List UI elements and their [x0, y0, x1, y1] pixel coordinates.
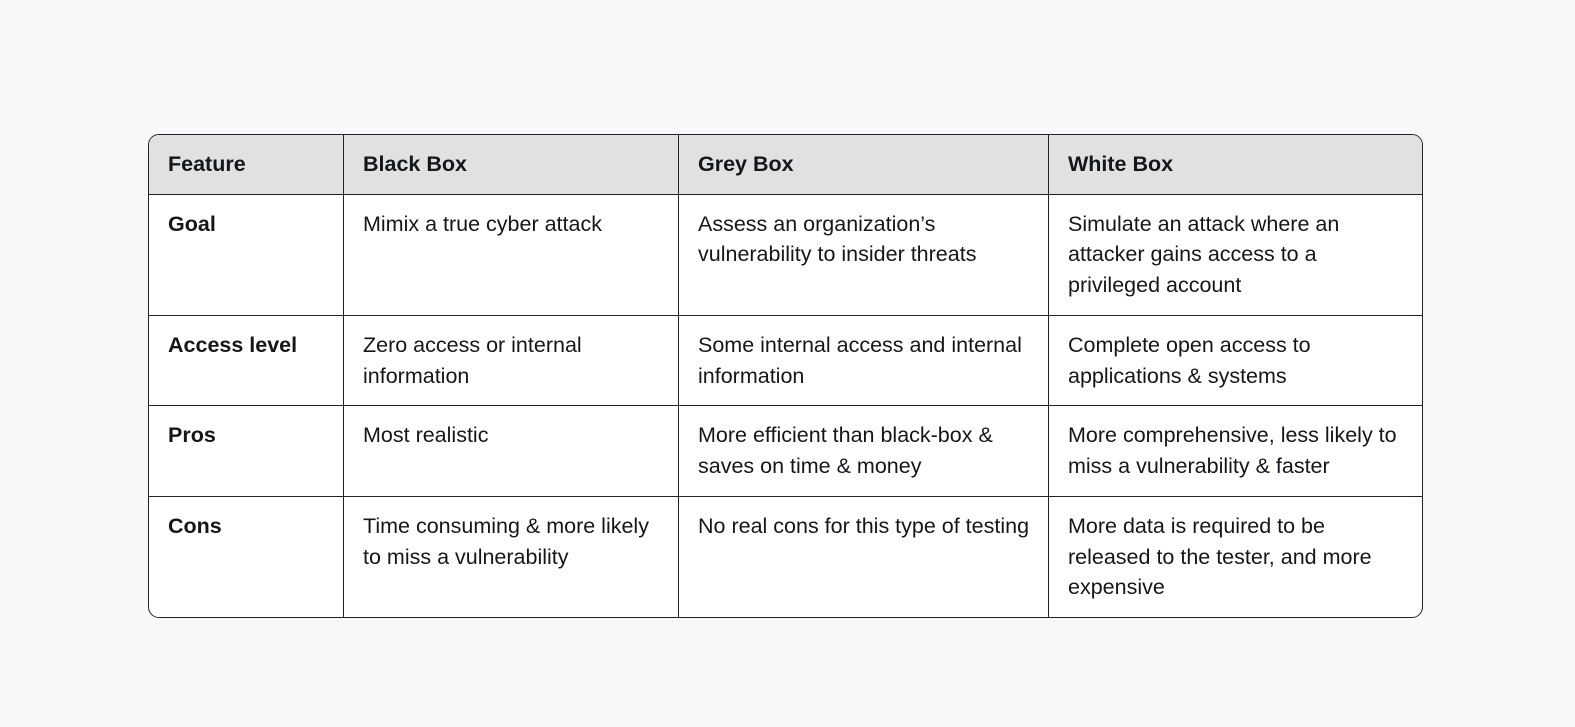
cell-goal-white-box: Simulate an attack where an attacker gai…: [1049, 195, 1422, 316]
table-row: Goal Mimix a true cyber attack Assess an…: [149, 194, 1422, 316]
cell-text: Some internal access and internal inform…: [698, 332, 1022, 388]
cell-text: More comprehensive, less likely to miss …: [1068, 423, 1397, 479]
cell-goal-black-box: Mimix a true cyber attack: [344, 194, 679, 316]
table-row: Access level Zero access or internal inf…: [149, 315, 1422, 407]
cell-pros-black-box: Most realistic: [344, 406, 679, 497]
column-header-white-box: White Box: [1049, 135, 1422, 195]
cell-text: Zero access or internal information: [363, 332, 582, 388]
penetration-testing-comparison-table: Feature Black Box Grey Box White Box Goa…: [148, 134, 1423, 619]
cell-text: No real cons for this type of testing: [698, 513, 1030, 538]
cell-access-level-white-box: Complete open access to applications & s…: [1049, 316, 1422, 407]
row-label-goal: Goal: [149, 194, 344, 316]
column-header-feature: Feature: [149, 135, 344, 195]
cell-text: Most realistic: [363, 423, 489, 448]
column-header-black-box: Black Box: [344, 135, 679, 195]
column-header-grey-box: Grey Box: [679, 135, 1049, 195]
cell-pros-grey-box: More efficient than black-box & saves on…: [679, 406, 1049, 497]
cell-text: Simulate an attack where an attacker gai…: [1068, 211, 1340, 298]
cell-text: Assess an organization’s vulnerability t…: [698, 211, 977, 267]
cell-text: Time consuming & more likely to miss a v…: [363, 513, 649, 569]
cell-access-level-grey-box: Some internal access and internal inform…: [679, 315, 1049, 407]
row-label-pros: Pros: [149, 406, 344, 497]
cell-text: Mimix a true cyber attack: [363, 211, 602, 236]
table-body: Goal Mimix a true cyber attack Assess an…: [149, 194, 1422, 618]
cell-text: More efficient than black-box & saves on…: [698, 423, 993, 479]
header-row: Feature Black Box Grey Box White Box: [149, 135, 1422, 195]
cell-text: More data is required to be released to …: [1068, 513, 1372, 600]
cell-goal-grey-box: Assess an organization’s vulnerability t…: [679, 194, 1049, 316]
cell-pros-white-box: More comprehensive, less likely to miss …: [1049, 406, 1422, 497]
cell-cons-black-box: Time consuming & more likely to miss a v…: [344, 496, 679, 618]
table-header: Feature Black Box Grey Box White Box: [149, 135, 1422, 195]
row-label-cons: Cons: [149, 496, 344, 618]
cell-text: Complete open access to applications & s…: [1068, 332, 1311, 388]
comparison-table-container: Feature Black Box Grey Box White Box Goa…: [148, 134, 1423, 619]
cell-cons-grey-box: No real cons for this type of testing: [679, 496, 1049, 618]
cell-access-level-black-box: Zero access or internal information: [344, 315, 679, 407]
table-row: Cons Time consuming & more likely to mis…: [149, 496, 1422, 618]
cell-cons-white-box: More data is required to be released to …: [1049, 497, 1422, 617]
row-label-access-level: Access level: [149, 315, 344, 407]
table-row: Pros Most realistic More efficient than …: [149, 406, 1422, 497]
